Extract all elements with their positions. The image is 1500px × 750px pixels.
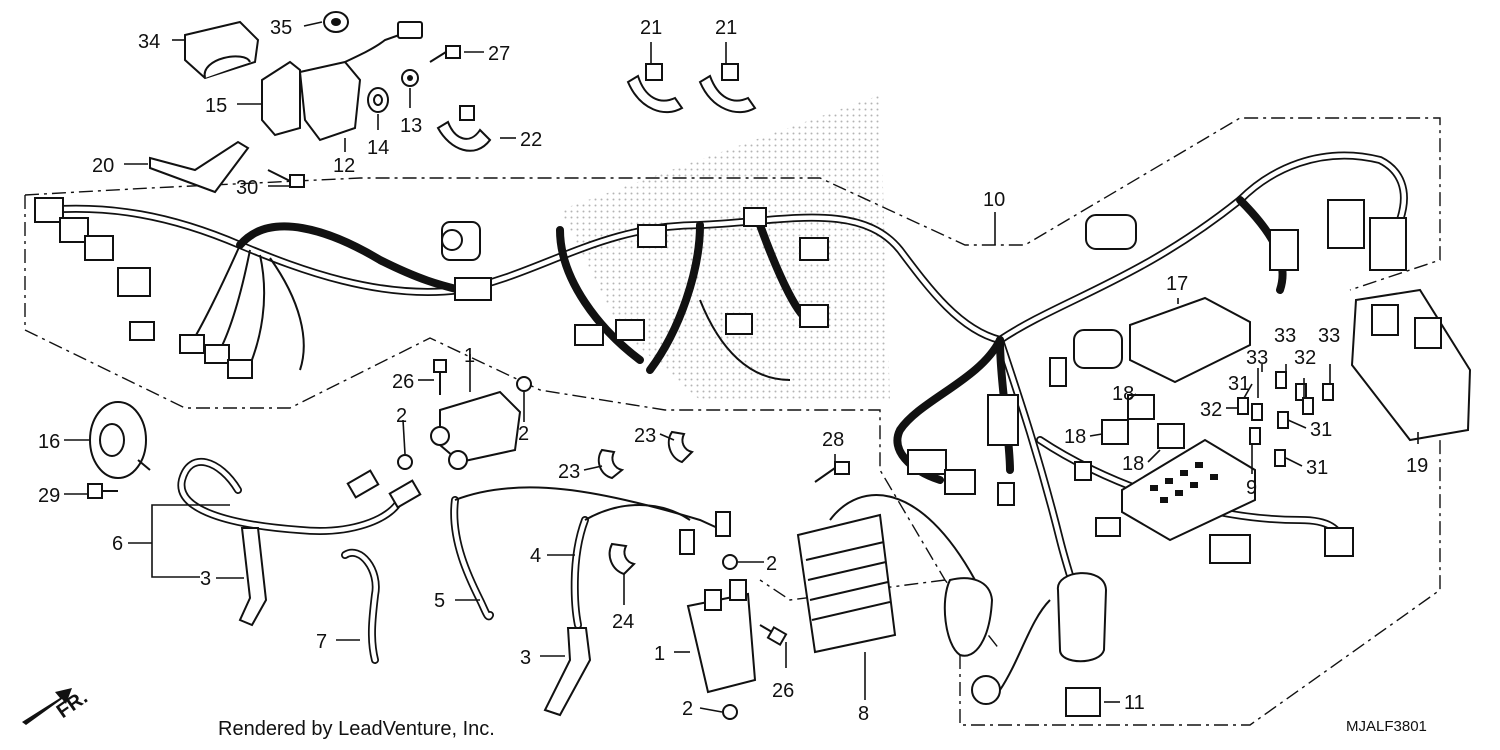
callout-21-left: 21	[640, 17, 662, 39]
callout-26-lower: 26	[772, 680, 794, 702]
callout-20: 20	[92, 155, 114, 177]
part-14-grommet	[367, 87, 389, 113]
part-23-clamps	[597, 430, 694, 480]
part-21-band-right	[698, 63, 757, 113]
callout-2-mid: 2	[766, 553, 777, 575]
ground-sensor-lower	[971, 572, 1108, 705]
front-direction-arrow	[22, 688, 72, 725]
callout-32-a: 32	[1294, 347, 1316, 369]
part-28-bolt	[814, 461, 850, 483]
part-1-ignition-coil-lower	[686, 579, 757, 694]
part-24-clamp	[608, 542, 636, 576]
harness-connectors	[34, 197, 1407, 564]
callout-1-lower: 1	[654, 643, 665, 665]
callout-17: 17	[1166, 273, 1188, 295]
part-6-plug-lead	[177, 457, 422, 535]
callout-6: 6	[112, 533, 123, 555]
part-30-bolt	[267, 169, 305, 188]
callout-31-c: 31	[1306, 457, 1328, 479]
callout-33-c: 33	[1246, 347, 1268, 369]
callout-26-upper: 26	[392, 371, 414, 393]
callout-31-a: 31	[1228, 373, 1250, 395]
callout-28: 28	[822, 429, 844, 451]
part-10-main-wire-harness	[41, 151, 1408, 634]
callout-32-b: 32	[1200, 399, 1222, 421]
part-3-plug-cap-left	[238, 527, 268, 627]
footer-credit: Rendered by LeadVenture, Inc.	[218, 718, 495, 740]
callout-18-a: 18	[1112, 383, 1134, 405]
callout-2-left: 2	[396, 405, 407, 427]
part-26-bolt-upper	[433, 359, 447, 395]
callout-2-bottom: 2	[682, 698, 693, 720]
callout-15: 15	[205, 95, 227, 117]
callout-13: 13	[400, 115, 422, 137]
part-21-band-left	[626, 63, 684, 113]
part-29-bolt	[87, 483, 118, 499]
callout-14: 14	[367, 137, 389, 159]
callout-21-right: 21	[715, 17, 737, 39]
diagram-code: MJALF3801	[1346, 718, 1427, 735]
part-20-stay	[149, 140, 250, 194]
callout-23-right: 23	[634, 425, 656, 447]
part-8-regulator	[796, 494, 994, 657]
part-35-clamp	[323, 11, 349, 33]
callout-23-left: 23	[558, 461, 580, 483]
callout-7: 7	[316, 631, 327, 653]
callout-9: 9	[1246, 477, 1257, 499]
part-11-connector	[1065, 687, 1101, 717]
part-5-plug-lead	[450, 486, 731, 621]
callout-18-c: 18	[1122, 453, 1144, 475]
part-15-bracket	[261, 60, 301, 137]
callout-22: 22	[520, 129, 542, 151]
part-7-plug-cap	[341, 548, 380, 664]
callout-3-lower: 3	[520, 647, 531, 669]
callout-labels: 34 35 15 12 14 13 27 22 20 30 21 21 10 1…	[38, 17, 1428, 725]
part-4-plug-lead	[570, 504, 691, 629]
part-3-plug-cap-lower	[543, 627, 592, 717]
part-1-ignition-coil-upper	[430, 390, 522, 470]
part-27-bolt	[429, 45, 461, 63]
fuse-box	[1121, 438, 1256, 542]
part-12-relay-unit	[298, 21, 423, 142]
part-22-band-clip	[436, 105, 492, 152]
part-18-relays	[1101, 394, 1185, 449]
part-2-clips-upper	[397, 376, 532, 470]
callout-31-b: 31	[1310, 419, 1332, 441]
callout-27: 27	[488, 43, 510, 65]
callout-33-a: 33	[1274, 325, 1296, 347]
callout-18-b: 18	[1064, 426, 1086, 448]
callout-16: 16	[38, 431, 60, 453]
callout-10: 10	[983, 189, 1005, 211]
part-17-box	[1129, 296, 1251, 384]
callout-1-upper: 1	[464, 345, 475, 367]
callout-19: 19	[1406, 455, 1428, 477]
part-16-horn	[89, 401, 151, 479]
part-34-switch-cover	[184, 20, 260, 80]
callout-30: 30	[236, 177, 258, 199]
part-2-clips-lower	[722, 554, 738, 720]
callout-24: 24	[612, 611, 634, 633]
callout-4: 4	[530, 545, 541, 567]
callout-8: 8	[858, 703, 869, 725]
callout-2-right: 2	[518, 423, 529, 445]
part-13-nut	[401, 69, 419, 87]
callout-29: 29	[38, 485, 60, 507]
part-19-ecu	[1350, 288, 1472, 442]
callout-34: 34	[138, 31, 160, 53]
callout-5: 5	[434, 590, 445, 612]
fuses-31-32-33	[1237, 371, 1334, 467]
callout-35: 35	[270, 17, 292, 39]
leader-lines	[64, 21, 1419, 713]
watermark-stipple	[560, 95, 890, 400]
callout-3-left: 3	[200, 568, 211, 590]
callout-12: 12	[333, 155, 355, 177]
callout-11: 11	[1124, 692, 1145, 714]
part-26-bolt-lower	[759, 624, 788, 647]
callout-33-b: 33	[1318, 325, 1340, 347]
